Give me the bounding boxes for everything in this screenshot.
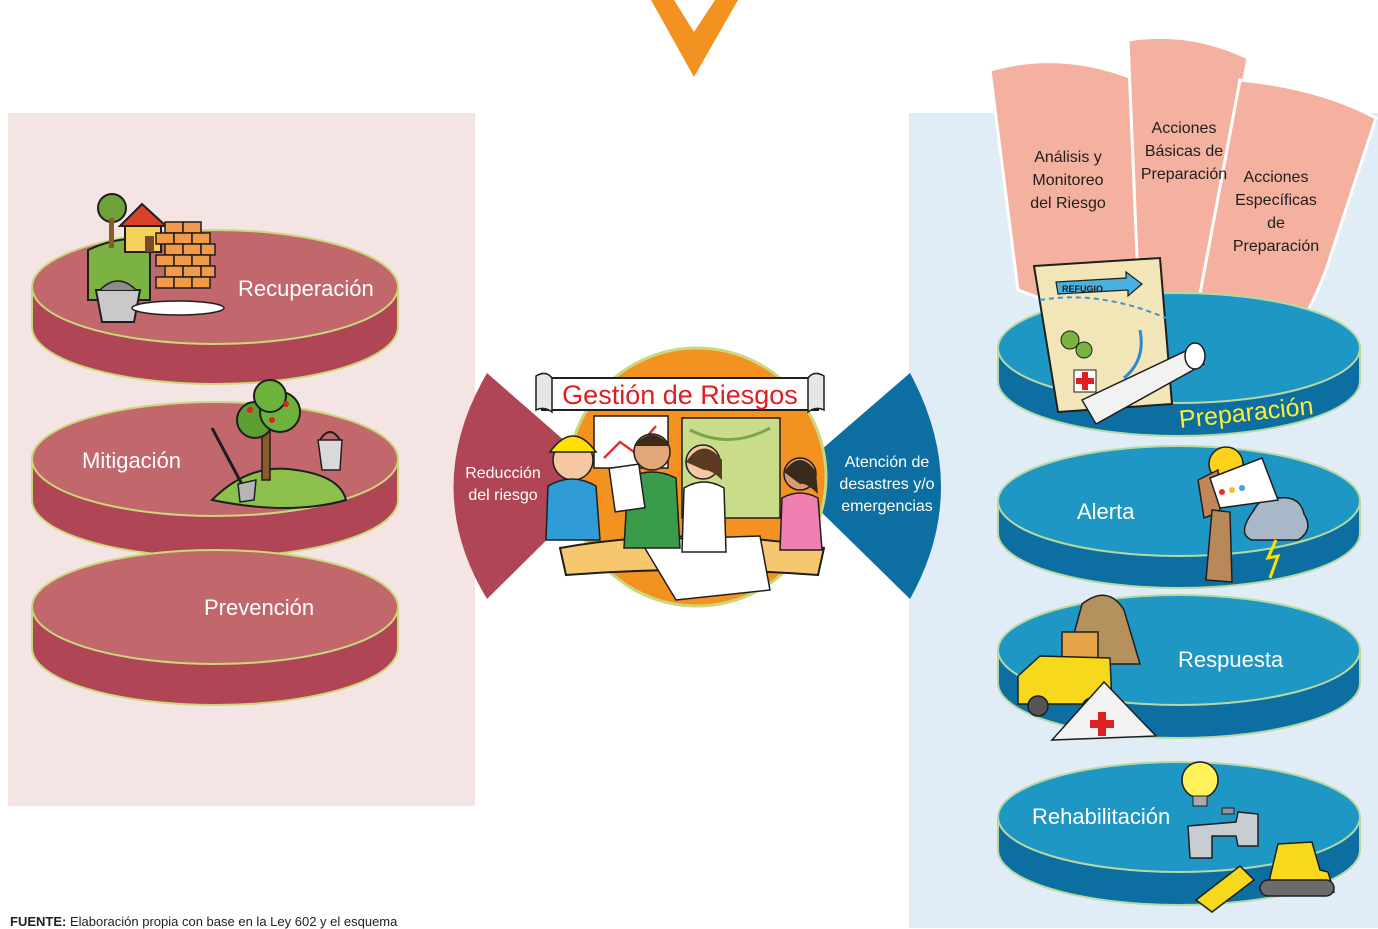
fan-text-analisis-1: Análisis y [1034,149,1102,166]
people-planning-icon [545,415,826,601]
fan-text-analisis-2: Monitoreo [1032,172,1103,189]
reduction-label-line2: del riesgo [468,487,537,504]
fan-text-basicas-3: Preparación [1141,166,1227,183]
attention-wedge [814,373,941,599]
fan-text-basicas-2: Básicas de [1145,143,1223,160]
disk-label-recuperacion: Recuperación [238,276,374,301]
map-refugio-icon: REFUGIO [1032,256,1206,426]
fan-text-analisis-3: del Riesgo [1030,195,1106,212]
fan-text-especificas-1: Acciones [1244,169,1309,186]
attention-label-line2: desastres y/o [839,476,934,493]
disk-label-respuesta: Respuesta [1178,647,1284,672]
disk-prevencion [31,549,399,706]
reduction-wedge [453,373,582,599]
disk-mitigacion [31,401,399,558]
disk-label-alerta: Alerta [1077,499,1135,524]
reduction-label-line1: Reducción [465,465,541,482]
center-title: Gestión de Riesgos [562,380,798,410]
attention-label-line1: Atención de [845,454,930,471]
truck-tent-icon [1017,594,1158,741]
house-bricks-icon [87,193,225,323]
fan-text-especificas-4: Preparación [1233,238,1319,255]
disk-label-rehabilitacion: Rehabilitación [1032,804,1170,829]
center-title-banner [535,372,825,414]
fan-text-especificas-2: Específicas [1235,192,1317,209]
megaphone-storm-icon [1197,446,1309,583]
attention-label-line3: emergencias [841,498,933,515]
fan-text-especificas-3: de [1267,215,1285,232]
disk-label-mitigacion: Mitigación [82,448,181,473]
disk-label-prevencion: Prevención [204,595,314,620]
bulb-tap-bulldozer-icon [1181,761,1335,913]
footer-source: FUENTE: Elaboración propia con base en l… [10,914,397,929]
footer-source-label: FUENTE: [10,914,67,929]
fan-text-basicas-1: Acciones [1152,120,1217,137]
map-label: REFUGIO [1062,284,1103,294]
tree-shovel-icon [209,379,348,509]
chevron-down-icon [651,0,738,77]
footer-source-text: Elaboración propia con base en la Ley 60… [69,914,398,929]
